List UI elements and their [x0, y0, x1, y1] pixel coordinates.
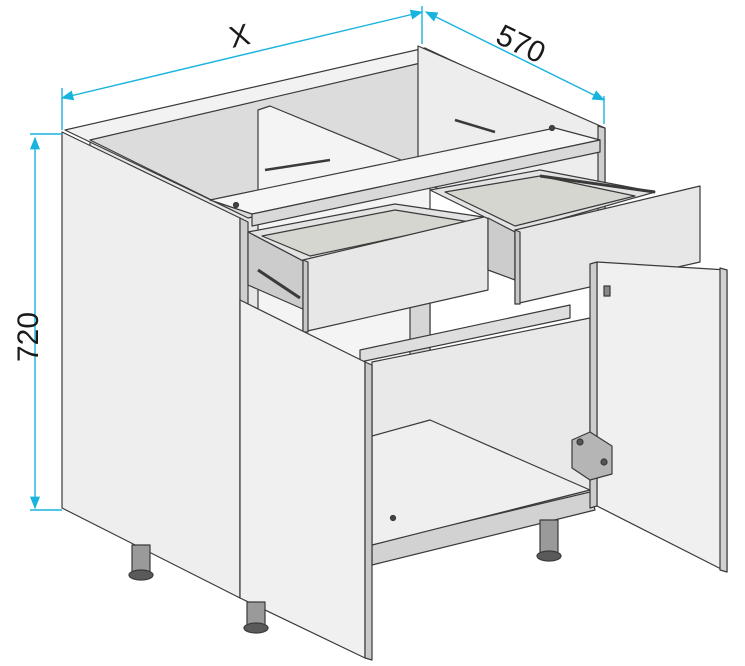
- dimension-lines: [29, 6, 606, 511]
- left-drawer-front-edge: [302, 259, 309, 333]
- screw: [548, 124, 556, 132]
- back-rail-right: [454, 118, 496, 134]
- height-label: 720: [12, 312, 45, 362]
- middle-shelf: [359, 304, 571, 363]
- screw: [232, 201, 240, 209]
- hinge-cup: [603, 285, 611, 297]
- top-front-rail-face: [251, 139, 601, 227]
- right-door: [596, 261, 728, 573]
- leg-back-right-icon: [536, 519, 562, 562]
- left-drawer-rail: [257, 268, 301, 300]
- right-drawer-rail: [539, 174, 656, 194]
- back-rail-left: [264, 158, 331, 172]
- screw: [389, 514, 397, 522]
- width-label: X: [226, 18, 253, 55]
- right-door-strip: [719, 267, 728, 573]
- right-drawer-front-edge: [514, 229, 521, 305]
- left-door-edge: [364, 361, 373, 661]
- right-drawer-inner: [444, 175, 636, 227]
- door-hinge-icon: [571, 431, 613, 481]
- width-dimension-line: [60, 9, 424, 101]
- leg-front-center-icon: [243, 601, 269, 634]
- depth-label: 570: [491, 19, 550, 71]
- leg-front-left-icon: [128, 544, 154, 581]
- depth-dimension-line: [424, 11, 606, 101]
